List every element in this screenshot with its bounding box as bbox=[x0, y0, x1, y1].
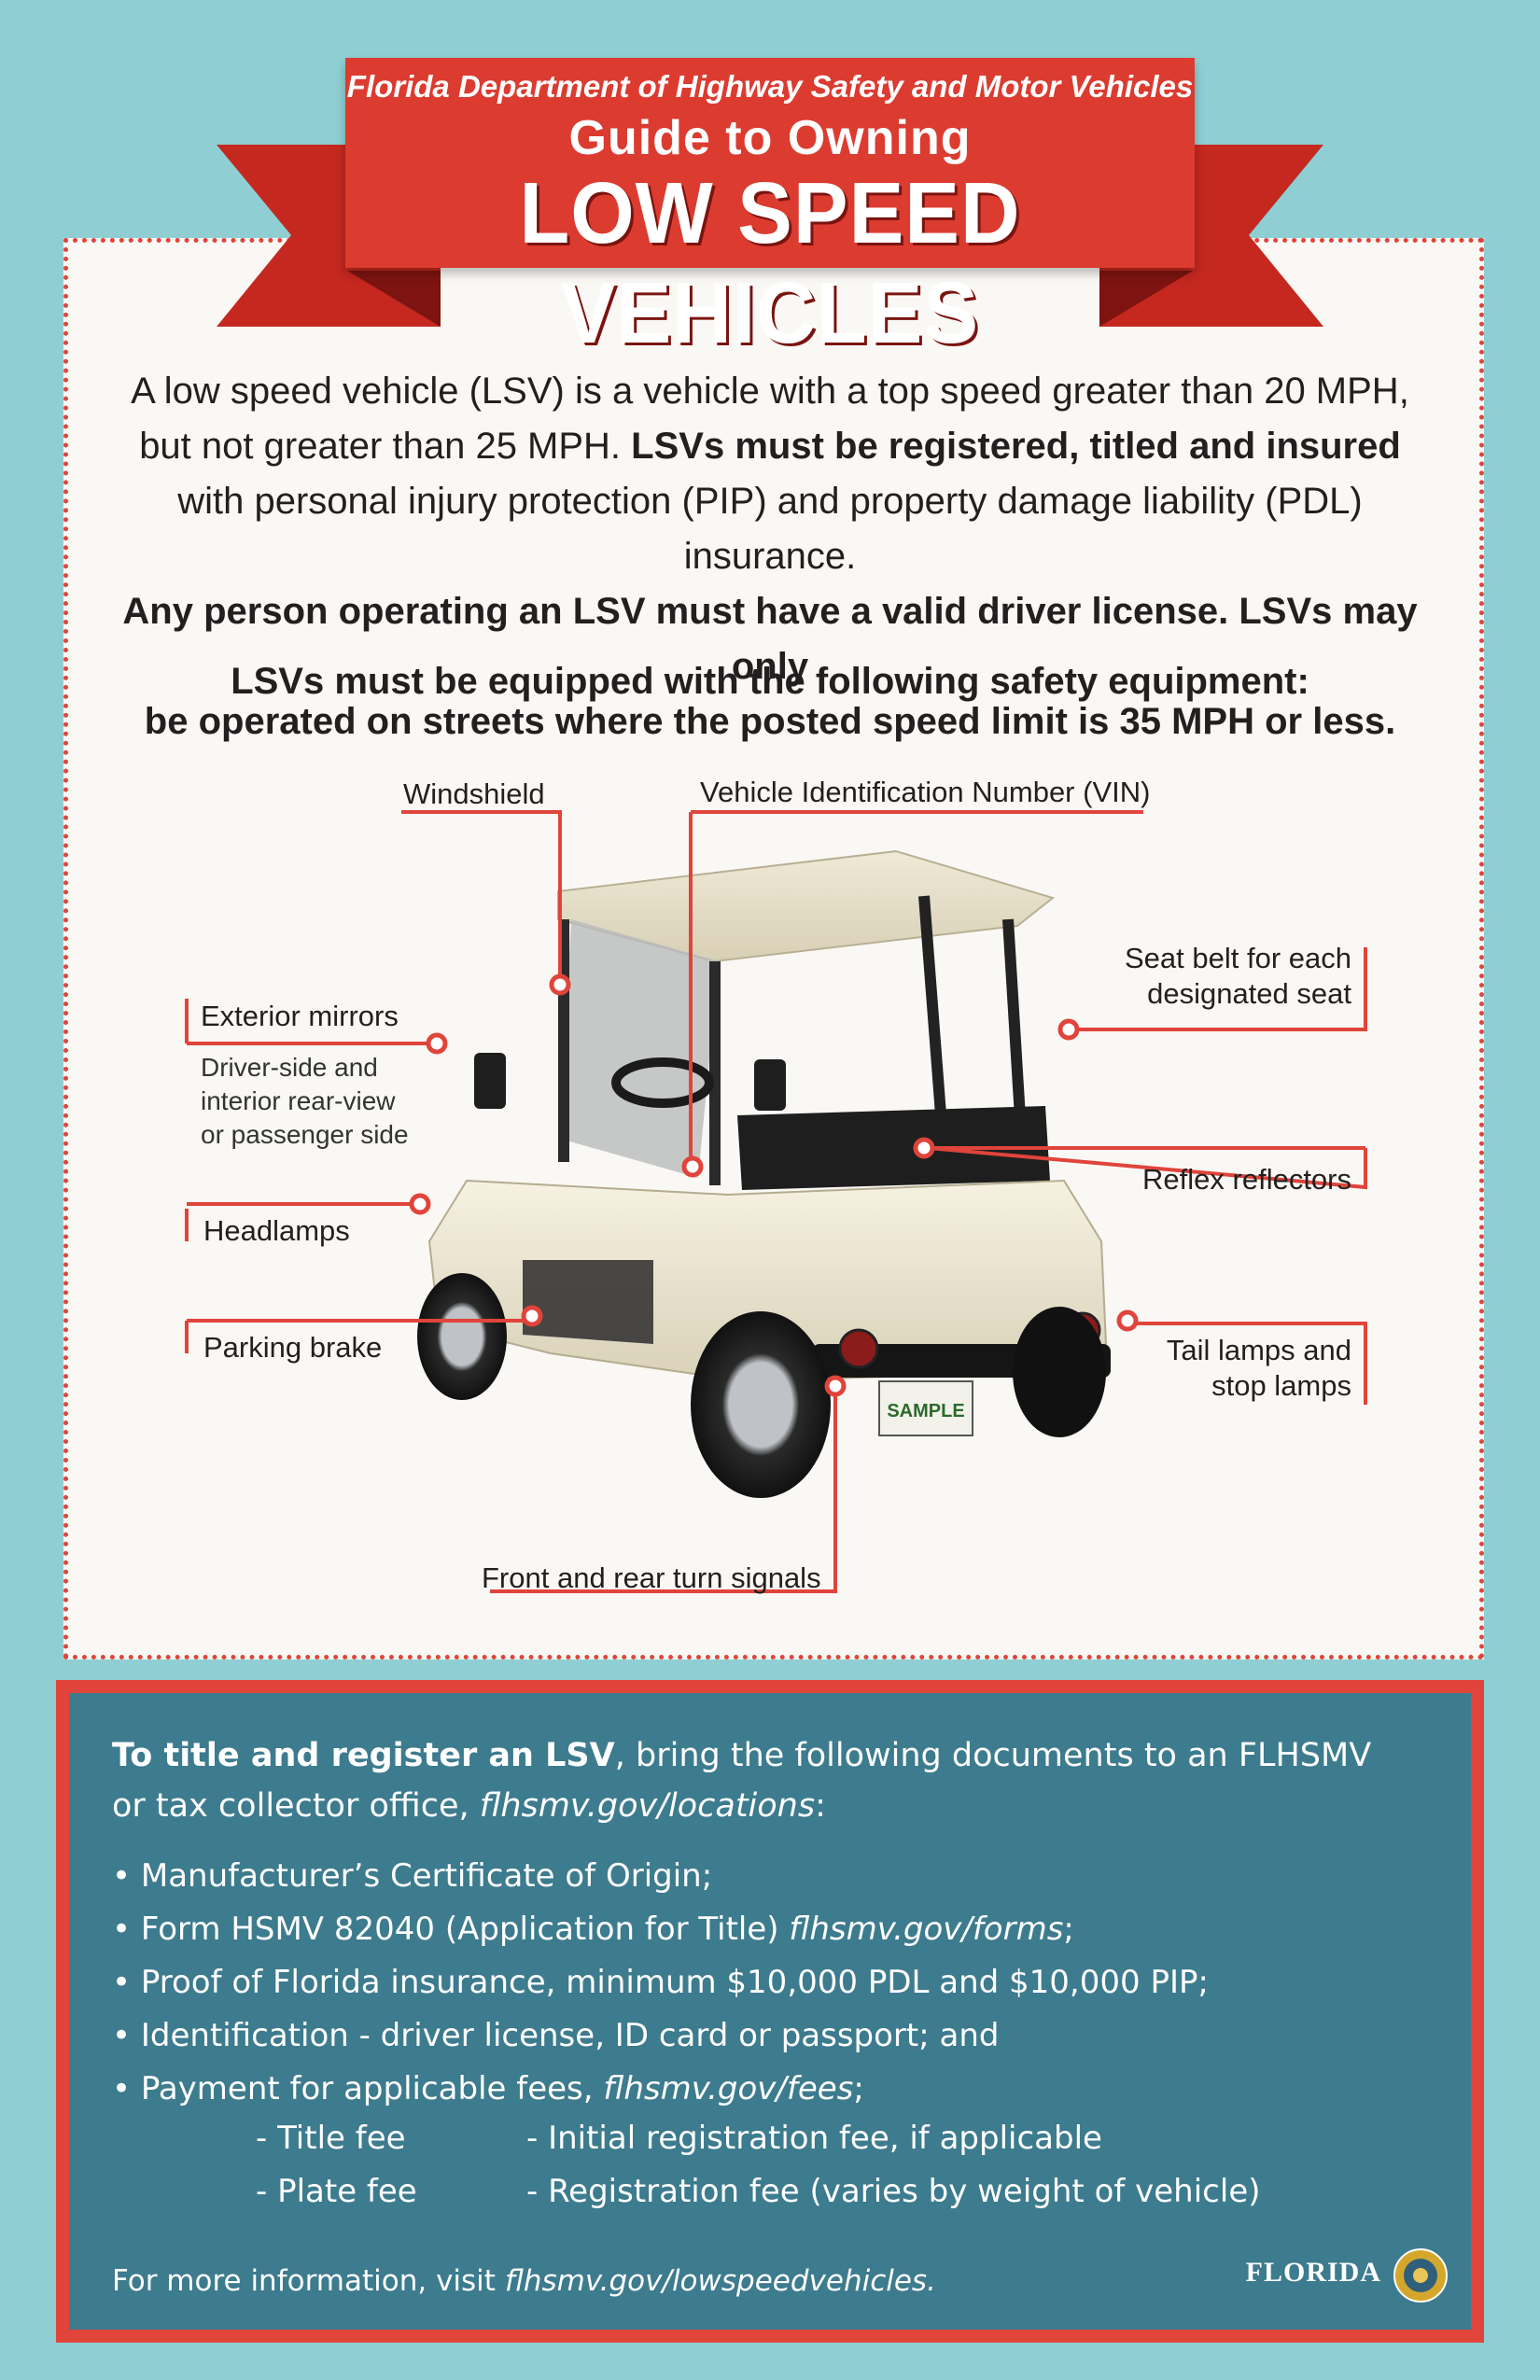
page-title: LOW SPEED VEHICLES bbox=[519, 163, 1021, 361]
florida-logo: FLORIDA bbox=[1245, 2257, 1381, 2288]
intro-line: be operated on streets where the posted … bbox=[103, 694, 1437, 749]
footer-info: For more information, visit flhsmv.gov/l… bbox=[112, 2264, 936, 2298]
golf-cart-illustration: SAMPLE bbox=[417, 849, 1111, 1498]
document-list: • Manufacturer’s Certificate of Origin; … bbox=[112, 1850, 1437, 2116]
fee-initial-registration: - Initial registration fee, if applicabl… bbox=[526, 2120, 1102, 2157]
intro-bold: Any person operating an LSV must have a … bbox=[122, 591, 1418, 687]
lsv-info-link[interactable]: flhsmv.gov/lowspeedvehicles. bbox=[504, 2264, 936, 2298]
intro-bold: LSVs must be registered, titled and insu… bbox=[631, 426, 1401, 467]
fee-plate: - Plate fee bbox=[256, 2173, 417, 2210]
intro-bold: be operated on streets where the posted … bbox=[144, 701, 1396, 742]
list-item: • Form HSMV 82040 (Application for Title… bbox=[112, 1911, 1074, 1948]
registration-heading: To title and register an LSV bbox=[112, 1737, 615, 1774]
label-headlamps: Headlamps bbox=[203, 1214, 350, 1247]
fee-title: - Title fee bbox=[256, 2120, 406, 2157]
title-ribbon: Florida Department of Highway Safety and… bbox=[345, 58, 1195, 361]
forms-link[interactable]: flhsmv.gov/forms bbox=[789, 1911, 1064, 1948]
flhsmv-seal-icon bbox=[1393, 2248, 1448, 2303]
guide-subtitle: Guide to Owning bbox=[568, 111, 972, 165]
label-parking-brake: Parking brake bbox=[203, 1331, 383, 1364]
label-turn-signals: Front and rear turn signals bbox=[482, 1561, 821, 1594]
registration-box: To title and register an LSV, bring the … bbox=[56, 1680, 1484, 2343]
agency-name: Florida Department of Highway Safety and… bbox=[346, 69, 1194, 104]
list-item: • Proof of Florida insurance, minimum $1… bbox=[112, 1964, 1209, 2001]
intro-line: but not greater than 25 MPH. LSVs must b… bbox=[139, 426, 1401, 467]
label-reflex-reflectors: Reflex reflectors bbox=[1142, 1163, 1351, 1196]
license-plate-text: SAMPLE bbox=[887, 1401, 964, 1421]
fees-link[interactable]: flhsmv.gov/fees bbox=[603, 2070, 854, 2107]
list-item: • Payment for applicable fees, flhsmv.go… bbox=[112, 2070, 864, 2107]
fee-registration: - Registration fee (varies by weight of … bbox=[526, 2173, 1261, 2210]
label-windshield: Windshield bbox=[403, 777, 545, 810]
label-vin: Vehicle Identification Number (VIN) bbox=[700, 776, 1151, 808]
equipment-heading: LSVs must be equipped with the following… bbox=[231, 661, 1309, 702]
list-item: • Identification - driver license, ID ca… bbox=[112, 2017, 1000, 2054]
callout-dots bbox=[409, 973, 1139, 1397]
intro-line: A low speed vehicle (LSV) is a vehicle w… bbox=[131, 371, 1409, 412]
intro-line: Any person operating an LSV must have a … bbox=[103, 584, 1437, 694]
locations-link[interactable]: flhsmv.gov/locations bbox=[479, 1787, 816, 1825]
callout-lines bbox=[185, 810, 1367, 1593]
lsv-diagram: SAMPLE bbox=[185, 810, 1367, 1593]
intro-line: with personal injury protection (PIP) an… bbox=[177, 481, 1363, 577]
label-exterior-mirrors: Exterior mirrors bbox=[201, 1000, 399, 1032]
intro-paragraph: A low speed vehicle (LSV) is a vehicle w… bbox=[103, 364, 1437, 749]
registration-intro: To title and register an LSV, bring the … bbox=[112, 1737, 1372, 1825]
list-item: • Manufacturer’s Certificate of Origin; bbox=[112, 1857, 713, 1895]
